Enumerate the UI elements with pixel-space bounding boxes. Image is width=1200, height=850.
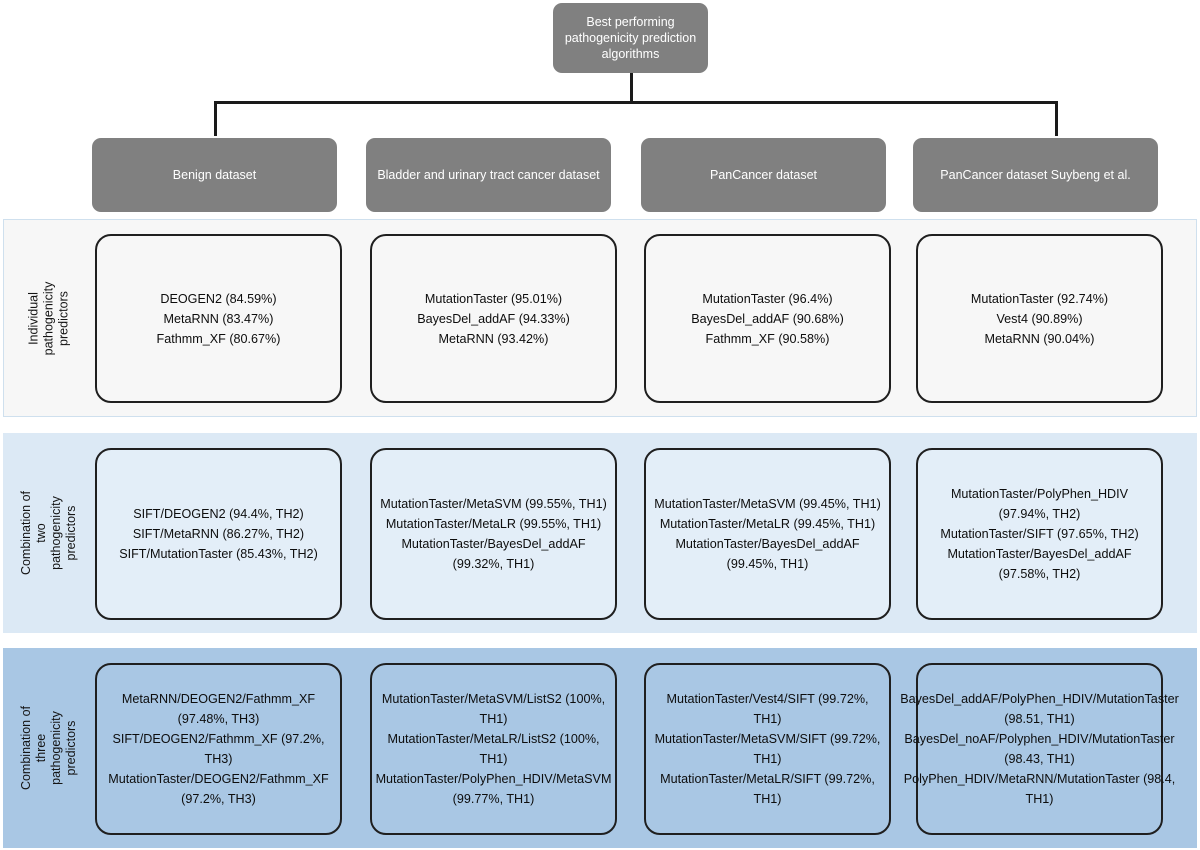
row-band-three-predictors: Combination of three pathogenicity predi… (3, 648, 1197, 848)
cell-two-pancancer-suybeng-text: MutationTaster/PolyPhen_HDIV (97.94%, TH… (940, 487, 1139, 581)
row-label-individual-predictors-text: Individual pathogenicity predictors (26, 281, 71, 355)
cell-individual-bladder-text: MutationTaster (95.01%) BayesDel_addAF (… (417, 291, 570, 346)
connector-drop-left (214, 101, 217, 136)
row-band-individual-predictors: Individual pathogenicity predictors DEOG… (3, 219, 1197, 417)
row-label-two-predictors: Combination of two pathogenicity predict… (4, 434, 94, 632)
cell-three-benign-text: MetaRNN/DEOGEN2/Fathmm_XF (97.48%, TH3) … (108, 692, 329, 806)
cell-individual-bladder: MutationTaster (95.01%) BayesDel_addAF (… (370, 234, 617, 403)
cell-two-bladder: MutationTaster/MetaSVM (99.55%, TH1) Mut… (370, 448, 617, 620)
cell-two-benign: SIFT/DEOGEN2 (94.4%, TH2) SIFT/MetaRNN (… (95, 448, 342, 620)
dataset-header-benign: Benign dataset (92, 138, 337, 212)
cell-three-pancancer: MutationTaster/Vest4/SIFT (99.72%, TH1) … (644, 663, 891, 835)
row-label-three-predictors: Combination of three pathogenicity predi… (4, 649, 94, 847)
cell-three-benign: MetaRNN/DEOGEN2/Fathmm_XF (97.48%, TH3) … (95, 663, 342, 835)
cell-individual-pancancer-text: MutationTaster (96.4%) BayesDel_addAF (9… (691, 291, 844, 346)
row-label-two-predictors-text: Combination of two pathogenicity predict… (19, 490, 78, 576)
cell-three-pancancer-suybeng: BayesDel_addAF/PolyPhen_HDIV/MutationTas… (900, 663, 1179, 835)
dataset-header-pancancer-suybeng: PanCancer dataset Suybeng et al. (913, 138, 1158, 212)
cell-three-pancancer-text: MutationTaster/Vest4/SIFT (99.72%, TH1) … (654, 692, 881, 806)
cell-individual-pancancer-suybeng: MutationTaster (92.74%) Vest4 (90.89%) M… (916, 234, 1163, 403)
cell-two-bladder-text: MutationTaster/MetaSVM (99.55%, TH1) Mut… (380, 497, 607, 571)
dataset-header-bladder-urinary-tract: Bladder and urinary tract cancer dataset (366, 138, 611, 212)
cell-individual-pancancer-suybeng-text: MutationTaster (92.74%) Vest4 (90.89%) M… (970, 291, 1109, 346)
cell-three-pancancer-suybeng-text: BayesDel_addAF/PolyPhen_HDIV/MutationTas… (900, 692, 1179, 806)
connector-stem (630, 73, 633, 104)
cell-two-pancancer: MutationTaster/MetaSVM (99.45%, TH1) Mut… (644, 448, 891, 620)
cell-individual-benign-text: DEOGEN2 (84.59%) MetaRNN (83.47%) Fathmm… (156, 291, 281, 346)
cell-two-pancancer-suybeng: MutationTaster/PolyPhen_HDIV (97.94%, TH… (916, 448, 1163, 620)
row-label-three-predictors-text: Combination of three pathogenicity predi… (19, 705, 78, 791)
cell-two-benign-text: SIFT/DEOGEN2 (94.4%, TH2) SIFT/MetaRNN (… (119, 507, 318, 561)
connector-horizontal-bar (214, 101, 1058, 104)
cell-three-bladder: MutationTaster/MetaSVM/ListS2 (100%, TH1… (370, 663, 617, 835)
row-band-two-predictors: Combination of two pathogenicity predict… (3, 433, 1197, 633)
connector-drop-right (1055, 101, 1058, 136)
root-node-best-performing-algorithms: Best performing pathogenicity prediction… (553, 3, 708, 73)
cell-individual-benign: DEOGEN2 (84.59%) MetaRNN (83.47%) Fathmm… (95, 234, 342, 403)
dataset-header-pancancer: PanCancer dataset (641, 138, 886, 212)
cell-individual-pancancer: MutationTaster (96.4%) BayesDel_addAF (9… (644, 234, 891, 403)
cell-two-pancancer-text: MutationTaster/MetaSVM (99.45%, TH1) Mut… (654, 497, 881, 571)
row-label-individual-predictors: Individual pathogenicity predictors (4, 220, 94, 416)
cell-three-bladder-text: MutationTaster/MetaSVM/ListS2 (100%, TH1… (375, 692, 612, 806)
